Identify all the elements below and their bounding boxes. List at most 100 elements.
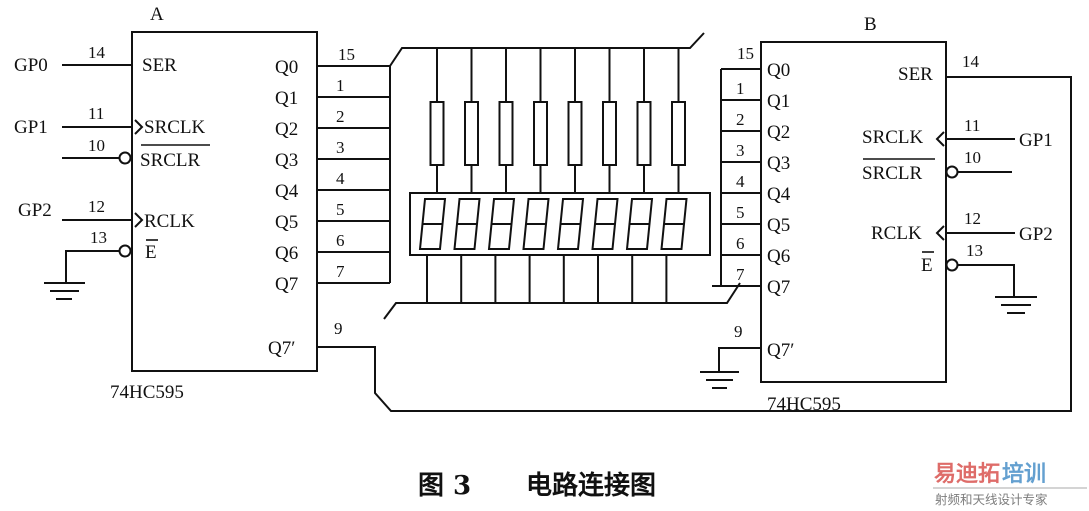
chip-b-output-label: Q4 bbox=[767, 184, 791, 205]
ground-icon bbox=[44, 282, 85, 300]
watermark-brand-red: 易迪拓 bbox=[934, 462, 1000, 487]
chip-b-srclr-label: SRCLR bbox=[862, 163, 923, 184]
chip-b-pin-13: 13 bbox=[966, 241, 983, 260]
chip-a-body bbox=[131, 31, 318, 372]
chip-b-pin-12: 12 bbox=[964, 209, 981, 228]
chip-a-output-label: Q3 bbox=[275, 150, 298, 171]
chip-a-srclr-label: SRCLR bbox=[140, 150, 201, 171]
chip-b-signal-gp2: GP2 bbox=[1019, 224, 1053, 245]
bus-top bbox=[389, 32, 705, 67]
chip-a-signal-gp1: GP1 bbox=[14, 117, 48, 138]
chip-b-srclk-label: SRCLK bbox=[862, 127, 924, 148]
chip-a-output-label: Q6 bbox=[275, 243, 298, 264]
inversion-bubble-icon bbox=[945, 165, 959, 179]
wire-b-q7prime bbox=[718, 347, 761, 372]
seven-segment-digit-icon bbox=[418, 198, 447, 250]
chip-a-pin-number: 15 bbox=[338, 45, 355, 64]
chip-b-output-label: Q5 bbox=[767, 215, 790, 236]
chip-a-pin-number: 3 bbox=[336, 138, 345, 157]
chip-a-pin-number: 7 bbox=[336, 262, 345, 281]
chip-a-output-label: Q0 bbox=[275, 57, 298, 78]
chip-b-pin-9: 9 bbox=[734, 322, 743, 341]
segment-lines bbox=[426, 255, 668, 303]
clock-triangle-icon bbox=[935, 225, 945, 241]
chip-a-output-label: Q4 bbox=[275, 181, 299, 202]
chip-b-pin-number: 2 bbox=[736, 110, 745, 129]
chip-a-e-label: E bbox=[145, 242, 157, 263]
inversion-bubble-icon bbox=[118, 151, 132, 165]
chip-b-pin-number: 6 bbox=[736, 234, 745, 253]
chip-a-srclk-label: SRCLK bbox=[144, 117, 206, 138]
chip-a-pin-number: 6 bbox=[336, 231, 345, 250]
wire-b-e bbox=[958, 264, 1015, 297]
chip-a-ser-label: SER bbox=[142, 55, 177, 76]
seven-segment-digit-icon bbox=[660, 198, 688, 250]
chip-b-e-label: E bbox=[921, 255, 933, 276]
figure-caption: 图 3 电路连接图 bbox=[418, 470, 656, 501]
chip-b-body bbox=[760, 41, 947, 383]
display-digits bbox=[418, 198, 688, 250]
ground-icon bbox=[700, 371, 739, 389]
chip-a-pin-12: 12 bbox=[88, 197, 105, 216]
resistor-icon bbox=[464, 101, 479, 166]
resistor-array bbox=[429, 48, 686, 193]
chip-a-signal-gp2: GP2 bbox=[18, 200, 52, 221]
clock-triangle-icon bbox=[134, 212, 144, 228]
chip-a-pin-11: 11 bbox=[88, 104, 104, 123]
caption-number: 图 3 bbox=[418, 471, 471, 501]
chip-b-output-label: Q1 bbox=[767, 91, 790, 112]
clock-triangle-icon bbox=[134, 119, 144, 135]
seven-segment-digit-icon bbox=[453, 198, 481, 250]
chip-b-rclk-label: RCLK bbox=[871, 223, 922, 244]
chip-b-signal-gp1: GP1 bbox=[1019, 130, 1053, 151]
chip-b-pin-number: 3 bbox=[736, 141, 745, 160]
chip-b-q7prime-label: Q7′ bbox=[767, 340, 794, 361]
chip-b-pin-number: 1 bbox=[736, 79, 745, 98]
chip-b-pin-number: 15 bbox=[737, 44, 754, 63]
seven-segment-digit-icon bbox=[556, 198, 585, 250]
clock-triangle-icon bbox=[935, 131, 945, 147]
resistor-icon bbox=[671, 101, 686, 166]
chip-a-q7prime-label: Q7′ bbox=[268, 338, 295, 359]
seven-segment-digit-icon bbox=[522, 198, 550, 250]
chip-b-output-label: Q6 bbox=[767, 246, 790, 267]
ground-icon bbox=[995, 296, 1037, 314]
chip-b-ser-label: SER bbox=[898, 64, 933, 85]
seven-segment-digit-icon bbox=[591, 198, 619, 250]
resistor-icon bbox=[533, 101, 548, 166]
chip-b-label: B bbox=[864, 14, 877, 35]
chip-b-pin-number: 7 bbox=[736, 265, 745, 284]
chip-b-pin-number: 5 bbox=[736, 203, 745, 222]
chip-a-label: A bbox=[150, 4, 164, 25]
chip-b-output-label: Q2 bbox=[767, 122, 790, 143]
seven-segment-display bbox=[409, 192, 711, 256]
resistor-icon bbox=[567, 101, 583, 166]
resistor-icon bbox=[498, 101, 514, 166]
chip-b-output-label: Q0 bbox=[767, 60, 790, 81]
chip-a-pin-number: 1 bbox=[336, 76, 345, 95]
chip-a-part-number: 74HC595 bbox=[110, 382, 184, 403]
resistor-icon bbox=[429, 101, 445, 166]
resistor-icon bbox=[636, 101, 652, 166]
chip-a-output-label: Q7 bbox=[275, 274, 298, 295]
chip-a-rclk-label: RCLK bbox=[144, 211, 195, 232]
resistor-icon bbox=[602, 101, 617, 166]
chip-a-pin-number: 2 bbox=[336, 107, 345, 126]
chip-a-pin-10: 10 bbox=[88, 136, 105, 155]
seven-segment-digit-icon bbox=[487, 198, 516, 250]
chip-a-pin-13: 13 bbox=[90, 228, 107, 247]
inversion-bubble-icon bbox=[945, 258, 959, 272]
chip-b-pin-11: 11 bbox=[964, 116, 980, 135]
chip-b-part-number: 74HC595 bbox=[767, 394, 841, 415]
chip-b-output-label: Q3 bbox=[767, 153, 790, 174]
display-section bbox=[383, 32, 741, 320]
chip-a-output-label: Q1 bbox=[275, 88, 298, 109]
wire-a-e bbox=[65, 250, 119, 283]
chip-a-output-label: Q5 bbox=[275, 212, 298, 233]
watermark-slogan: 射频和天线设计专家 bbox=[935, 492, 1048, 507]
chip-a-pin-number: 4 bbox=[336, 169, 345, 188]
chip-a-output-label: Q2 bbox=[275, 119, 298, 140]
